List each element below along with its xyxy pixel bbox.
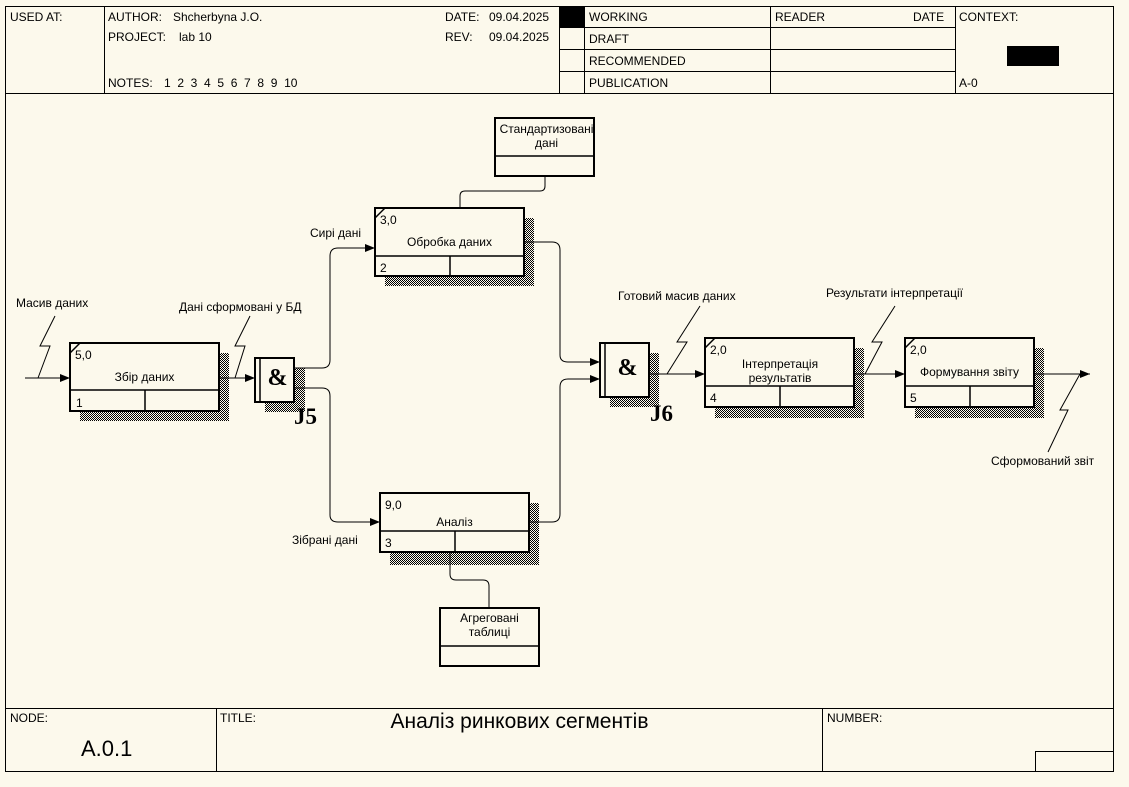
store-aggregated [439, 607, 540, 667]
context-node: A-0 [959, 76, 978, 90]
store-aggregated-label: Агреговані таблиці [460, 611, 519, 639]
arrow-label-input: Масив даних [16, 296, 89, 310]
arrows [25, 176, 1090, 608]
date-value: 09.04.2025 [489, 10, 550, 24]
box-3-label: Аналіз [436, 515, 473, 529]
box-2-cost: 3,0 [380, 213, 397, 227]
context-marker [1007, 46, 1059, 66]
store-standardized-label: Стандартизовані дані [499, 122, 594, 150]
arrow-label-ready: Готовий масив даних [618, 289, 736, 303]
title-label: TITLE: [220, 711, 257, 725]
arrow-label-raw: Сирі дані [310, 226, 362, 240]
arrow-label-results: Результати інтерпретації [826, 286, 963, 300]
box-4-label: Інтерпретація результатів [741, 357, 819, 385]
working-marker [560, 7, 584, 27]
box-1-cost: 5,0 [75, 348, 92, 362]
diagram-title: Аналіз ринкових сегментів [390, 710, 649, 733]
frame [5, 6, 1114, 772]
store-standardized [494, 117, 595, 177]
used-at-label: USED AT: [10, 10, 63, 24]
arrow-label-db-data: Дані сформовані у БД [179, 300, 302, 314]
junction-boxes [254, 342, 650, 403]
box-5-label: Формування звіту [919, 365, 1020, 379]
box-2-label: Обробка даних [407, 235, 492, 249]
junction-j6-label: J6 [650, 401, 673, 426]
box-5-cost: 2,0 [910, 343, 927, 357]
box-3-cost: 9,0 [385, 498, 402, 512]
author-label: AUTHOR: [108, 10, 162, 24]
junction-j5-label: J5 [294, 404, 317, 429]
junction-j5-symbol: & [267, 365, 288, 391]
box-dividers [69, 207, 1034, 552]
box-1-id: 1 [76, 396, 83, 410]
junction-j6 [599, 342, 650, 398]
box-4-cost: 2,0 [710, 343, 727, 357]
node-label: NODE: [10, 711, 49, 725]
node-value: A.0.1 [81, 736, 133, 761]
project-value: lab 10 [179, 30, 212, 44]
shadows [80, 218, 1044, 565]
notes-value: 1 2 3 4 5 6 7 8 9 10 [164, 76, 298, 90]
arrow-label-collected: Зібрані дані [292, 533, 358, 547]
box-1-label: Збір даних [114, 370, 175, 384]
status-recommended: RECOMMENDED [589, 54, 686, 68]
arrow-label-report: Сформований звіт [991, 454, 1095, 468]
project-label: PROJECT: [108, 30, 167, 44]
junction-j6-symbol: & [617, 355, 638, 381]
status-publication: PUBLICATION [589, 76, 669, 90]
author-value: Shcherbyna J.O. [173, 10, 263, 24]
rev-label: REV: [445, 30, 473, 44]
rev-value: 09.04.2025 [489, 30, 550, 44]
context-label: CONTEXT: [959, 10, 1019, 24]
status-working: WORKING [589, 10, 648, 24]
number-label: NUMBER: [827, 711, 883, 725]
box-3-id: 3 [385, 536, 392, 550]
notes-label: NOTES: [108, 76, 153, 90]
status-draft: DRAFT [589, 32, 629, 46]
reader-date-label: DATE [913, 10, 945, 24]
label-squiggles [37, 305, 1081, 453]
box-5-id: 5 [910, 391, 917, 405]
data-stores [439, 117, 595, 667]
box-4-id: 4 [710, 391, 717, 405]
date-label: DATE: [445, 10, 480, 24]
reader-label: READER [775, 10, 826, 24]
junction-j5 [254, 357, 295, 403]
box-2-id: 2 [380, 261, 387, 275]
